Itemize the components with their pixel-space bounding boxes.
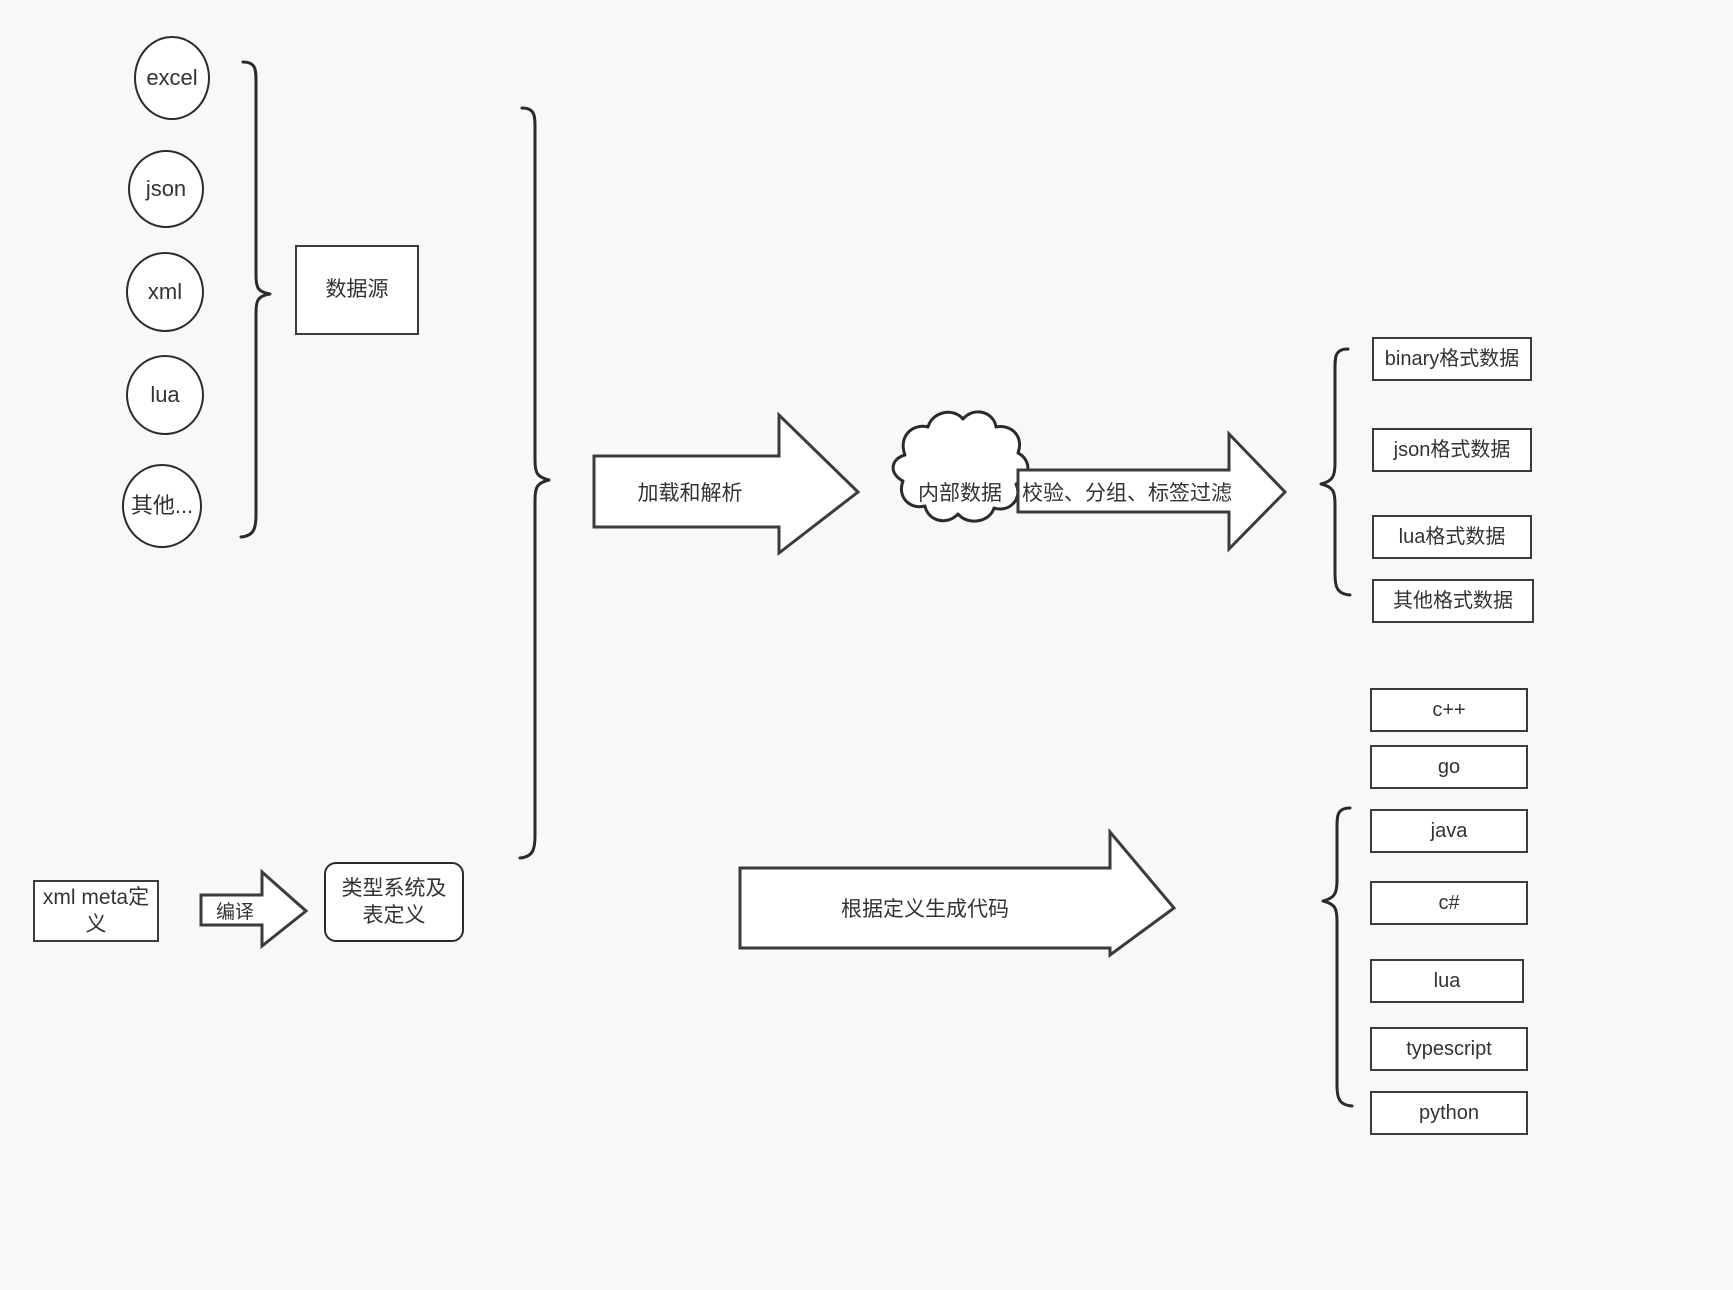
data-source-box[interactable]: 数据源 [295,245,419,335]
xml-meta-definition-label: xml meta定义 [42,885,150,936]
codegen-arrow [738,827,1177,958]
output-box-label: json格式数据 [1393,439,1511,461]
filter-arrow-label: 校验、分组、标签过滤 [1022,470,1232,514]
language-box-typescript[interactable]: typescript [1370,1027,1528,1071]
source-node-xml[interactable]: xml [126,252,204,332]
load-parse-arrow-text: 加载和解析 [637,482,743,505]
source-node-label: excel [146,64,198,90]
output-box-binary[interactable]: binary格式数据 [1372,337,1532,381]
output-box-label: binary格式数据 [1384,348,1520,370]
language-box-label: c# [1438,892,1460,914]
language-box-label: typescript [1406,1038,1492,1060]
load-parse-arrow-label: 加载和解析 [600,470,780,514]
output-box-label: 其他格式数据 [1393,590,1513,612]
xml-meta-definition-box[interactable]: xml meta定义 [33,880,159,942]
filter-arrow-text: 校验、分组、标签过滤 [1022,482,1232,505]
language-box-label: python [1418,1102,1480,1124]
source-node-excel[interactable]: excel [134,36,210,120]
output-box-label: lua格式数据 [1398,526,1506,548]
source-node-lua[interactable]: lua [126,355,204,435]
load-parse-arrow [592,411,861,557]
language-box-label: lua [1433,970,1461,992]
language-box-csharp[interactable]: c# [1370,881,1528,925]
codegen-arrow-label: 根据定义生成代码 [745,886,1105,930]
pipeline-input-brace [518,106,551,860]
output-box-json[interactable]: json格式数据 [1372,428,1532,472]
source-node-json[interactable]: json [128,150,204,228]
languages-brace [1321,806,1354,1108]
internal-data-cloud [891,410,1030,523]
language-box-cpp[interactable]: c++ [1370,688,1528,732]
language-box-label: java [1430,820,1468,842]
filter-arrow [1016,430,1288,553]
language-box-java[interactable]: java [1370,809,1528,853]
outputs-brace [1319,347,1352,597]
source-node-label: xml [147,278,183,304]
language-box-lua[interactable]: lua [1370,959,1524,1003]
type-system-label: 类型系统及表定义 [341,876,447,927]
language-box-label: go [1437,756,1461,778]
source-node-label: lua [150,381,180,407]
output-box-lua[interactable]: lua格式数据 [1372,515,1532,559]
compile-arrow-label: 编译 [206,896,264,924]
output-box-other[interactable]: 其他格式数据 [1372,579,1534,623]
source-node-other[interactable]: 其他... [122,464,202,548]
codegen-arrow-text: 根据定义生成代码 [841,898,1009,921]
language-box-label: c++ [1432,699,1466,721]
internal-data-text: 内部数据 [918,482,1002,505]
internal-data-cloud-label: 内部数据 [890,470,1030,514]
compile-arrow-text: 编译 [215,901,254,923]
compile-arrow [199,868,309,950]
data-source-label: 数据源 [325,278,389,302]
language-box-go[interactable]: go [1370,745,1528,789]
type-system-box[interactable]: 类型系统及表定义 [324,862,464,942]
source-node-label: json [145,175,187,201]
sources-brace [239,60,272,539]
language-box-python[interactable]: python [1370,1091,1528,1135]
source-node-label: 其他... [130,492,194,518]
